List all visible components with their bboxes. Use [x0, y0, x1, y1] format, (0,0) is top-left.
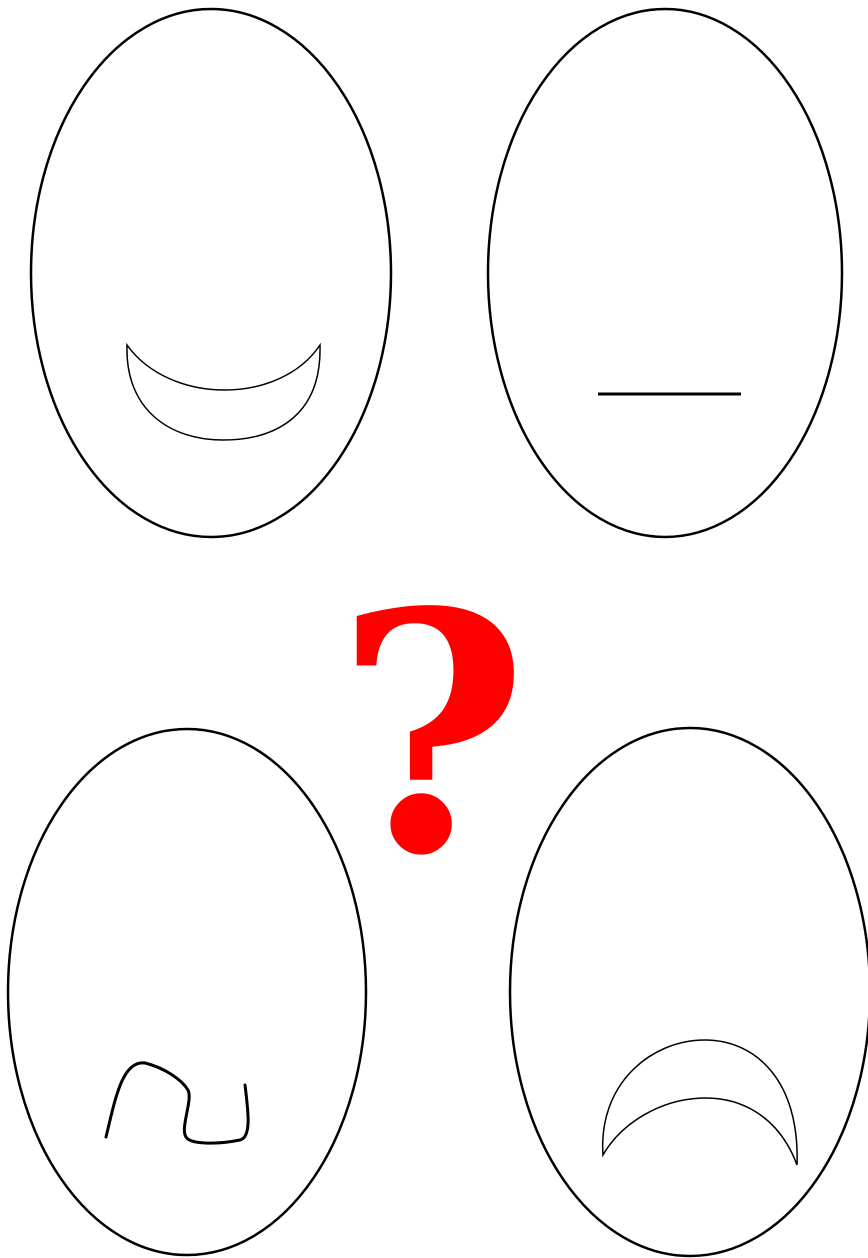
face-top-right [488, 9, 842, 537]
face-outline [510, 728, 868, 1256]
face-bottom-left [8, 729, 366, 1255]
face-outline [31, 9, 391, 537]
face-outline [8, 729, 366, 1255]
face-outline [488, 9, 842, 537]
face-top-left [31, 9, 391, 537]
face-bottom-right [510, 728, 868, 1256]
smile-mouth [127, 345, 320, 440]
frown-mouth [603, 1040, 797, 1165]
wavy-mouth [106, 1063, 248, 1143]
question-mark: ? [335, 540, 528, 928]
